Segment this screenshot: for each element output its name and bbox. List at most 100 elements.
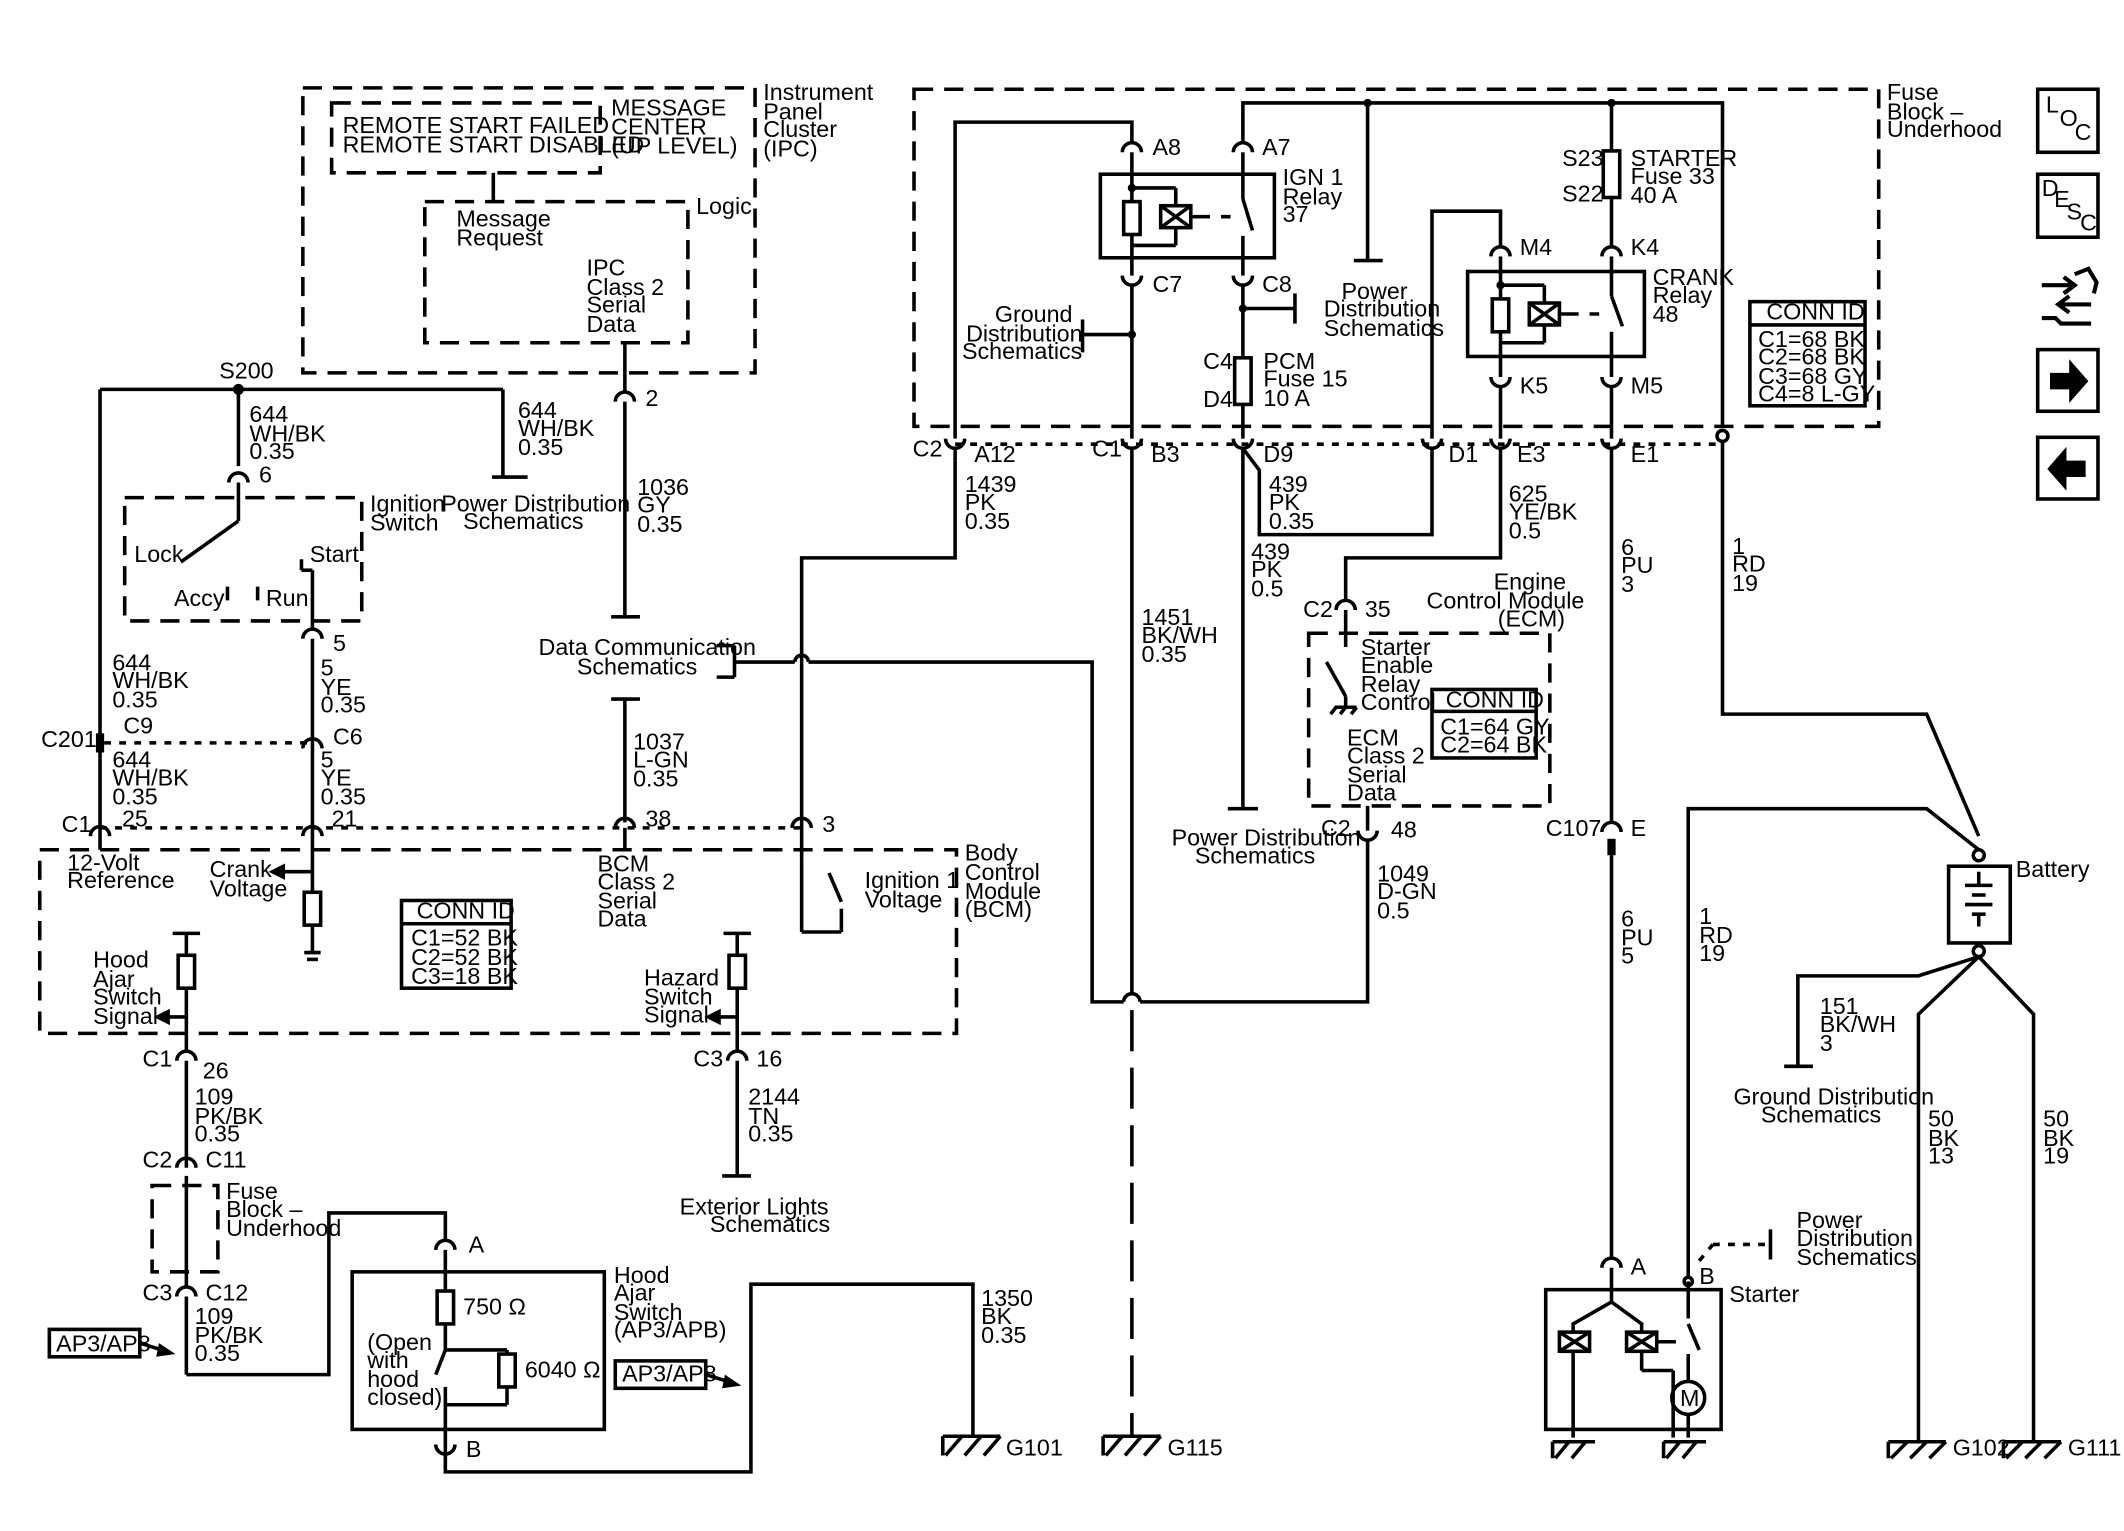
svg-text:0.35: 0.35 xyxy=(518,434,563,460)
svg-text:C2: C2 xyxy=(1321,815,1351,841)
svg-text:Enable: Enable xyxy=(1361,652,1434,678)
svg-text:A12: A12 xyxy=(974,441,1015,467)
svg-text:Fuse 15: Fuse 15 xyxy=(1263,366,1347,392)
middle-wiring: 1439 PK 0.35 1451 BK/WH 0.35 G115 439 PK… xyxy=(734,441,1981,1460)
svg-text:Schematics: Schematics xyxy=(1761,1101,1881,1127)
svg-text:1: 1 xyxy=(1732,533,1745,559)
svg-text:YE: YE xyxy=(321,674,352,700)
svg-text:0.35: 0.35 xyxy=(195,1340,240,1366)
ap3-ap8-ref-right: AP3/AP8 xyxy=(622,1360,716,1386)
back-arrow-icon[interactable] xyxy=(2035,435,2100,501)
svg-text:Signal: Signal xyxy=(93,1003,158,1029)
svg-text:Switch: Switch xyxy=(93,984,162,1010)
svg-text:3: 3 xyxy=(1621,571,1634,597)
svg-text:Starter: Starter xyxy=(1361,634,1431,660)
svg-text:Switch: Switch xyxy=(370,509,439,535)
loc-icon[interactable]: L O C xyxy=(2035,87,2100,155)
svg-text:21: 21 xyxy=(332,805,358,831)
svg-text:C8: C8 xyxy=(1262,271,1292,297)
svg-text:Panel: Panel xyxy=(763,98,823,124)
svg-text:C2=68 BK: C2=68 BK xyxy=(1758,344,1865,370)
svg-text:WH/BK: WH/BK xyxy=(112,764,189,790)
body-control-module: Body Control Module (BCM) 12-Volt Refere… xyxy=(37,827,1041,1053)
svg-text:C2=52 BK: C2=52 BK xyxy=(411,944,518,970)
svg-text:Signal: Signal xyxy=(644,1001,709,1027)
svg-text:5: 5 xyxy=(321,747,334,773)
ign1-relay-label: IGN 1 xyxy=(1283,164,1344,190)
exterior-lights-ref: Exterior Lights xyxy=(680,1193,829,1219)
svg-text:WH/BK: WH/BK xyxy=(112,667,189,693)
svg-text:BCM: BCM xyxy=(597,851,649,877)
svg-text:D: D xyxy=(2042,175,2059,201)
svg-text:BK: BK xyxy=(2043,1125,2075,1151)
svg-text:Serial: Serial xyxy=(597,888,657,914)
svg-text:0.35: 0.35 xyxy=(321,692,366,718)
power-distribution-ref-fuse: Power xyxy=(1342,278,1408,304)
svg-text:38: 38 xyxy=(645,805,671,831)
svg-text:M5: M5 xyxy=(1631,372,1663,398)
svg-text:Voltage: Voltage xyxy=(865,886,943,912)
svg-text:RD: RD xyxy=(1699,922,1733,948)
svg-text:109: 109 xyxy=(195,1303,234,1329)
svg-text:C3=68 GY: C3=68 GY xyxy=(1758,363,1868,389)
svg-text:PK: PK xyxy=(1251,556,1283,582)
svg-text:Distribution: Distribution xyxy=(1796,1225,1912,1251)
svg-text:Control Module: Control Module xyxy=(1427,588,1585,614)
svg-text:with: with xyxy=(366,1347,408,1373)
svg-text:IPC: IPC xyxy=(586,255,625,281)
svg-text:C: C xyxy=(2080,209,2097,235)
svg-text:5: 5 xyxy=(1621,943,1634,969)
svg-text:439: 439 xyxy=(1251,538,1290,564)
next-arrow-icon[interactable] xyxy=(2035,347,2100,414)
power-distribution-ref-bottom: Power Distribution xyxy=(1172,825,1361,851)
left-wiring: S200 644 WH/BK 0.35 644 WH/BK 0.35 Power… xyxy=(41,357,957,837)
svg-text:(UP LEVEL): (UP LEVEL) xyxy=(611,133,737,159)
svg-text:10 A: 10 A xyxy=(1263,385,1310,411)
svg-text:Ignition 1: Ignition 1 xyxy=(865,867,960,893)
svg-text:PK: PK xyxy=(1269,489,1301,515)
pcm-fuse-label: PCM xyxy=(1263,348,1315,374)
svg-text:Schematics: Schematics xyxy=(1796,1244,1916,1270)
svg-text:C2=64 BK: C2=64 BK xyxy=(1440,731,1547,757)
svg-text:E: E xyxy=(1631,815,1647,841)
svg-text:Relay: Relay xyxy=(1653,282,1713,308)
svg-text:5: 5 xyxy=(321,655,334,681)
svg-text:C1=64 GY: C1=64 GY xyxy=(1440,714,1550,740)
instrument-panel-cluster: REMOTE START FAILED REMOTE START DISABLE… xyxy=(301,79,874,411)
fuse-block-conn-id-title: CONN ID xyxy=(1766,298,1864,324)
svg-text:BK: BK xyxy=(1928,1125,1960,1151)
battery-starter-circuit: C107 E 6 PU 5 1 RD 19 Battery 151 BK/WH … xyxy=(1543,806,2121,1460)
svg-text:C3=18 BK: C3=18 BK xyxy=(411,963,518,989)
svg-text:C2: C2 xyxy=(913,435,943,461)
svg-text:0.35: 0.35 xyxy=(981,1322,1026,1348)
svg-text:Run: Run xyxy=(266,585,309,611)
svg-text:C12: C12 xyxy=(206,1280,249,1306)
connector-view-icon[interactable] xyxy=(2041,266,2099,326)
desc-icon[interactable]: D E S C xyxy=(2035,172,2100,240)
svg-text:C1: C1 xyxy=(1092,435,1122,461)
svg-text:C3: C3 xyxy=(693,1045,723,1071)
svg-text:644: 644 xyxy=(249,401,288,427)
svg-text:(AP3/APB): (AP3/APB) xyxy=(614,1317,727,1343)
ground-g111: G111 xyxy=(2068,1434,2121,1460)
svg-text:Lock: Lock xyxy=(134,541,184,567)
fuse-block-underhood: Fuse Block – Underhood A8 A7 IGN 1 Relay… xyxy=(912,79,2002,467)
svg-text:L-GN: L-GN xyxy=(633,747,689,773)
svg-text:Schematics: Schematics xyxy=(1195,842,1315,868)
svg-text:0.35: 0.35 xyxy=(249,438,294,464)
ground-g102: G102 xyxy=(1953,1434,2010,1460)
svg-text:1439: 1439 xyxy=(965,471,1017,497)
ap3-ap8-ref-left: AP3/AP8 xyxy=(56,1330,150,1356)
svg-text:2144: 2144 xyxy=(748,1084,800,1110)
svg-text:Hazard: Hazard xyxy=(644,964,719,990)
svg-text:5: 5 xyxy=(333,630,346,656)
svg-text:Start: Start xyxy=(310,541,360,567)
svg-text:644: 644 xyxy=(112,747,151,773)
svg-text:Control: Control xyxy=(1361,689,1436,715)
message-remote-start-disabled: REMOTE START DISABLED xyxy=(343,131,644,157)
svg-text:(ECM): (ECM) xyxy=(1498,605,1565,631)
ecm-label: Engine xyxy=(1494,568,1567,594)
ground-distribution-ref: Ground xyxy=(995,301,1073,327)
svg-text:Fuse 33: Fuse 33 xyxy=(1631,163,1715,189)
